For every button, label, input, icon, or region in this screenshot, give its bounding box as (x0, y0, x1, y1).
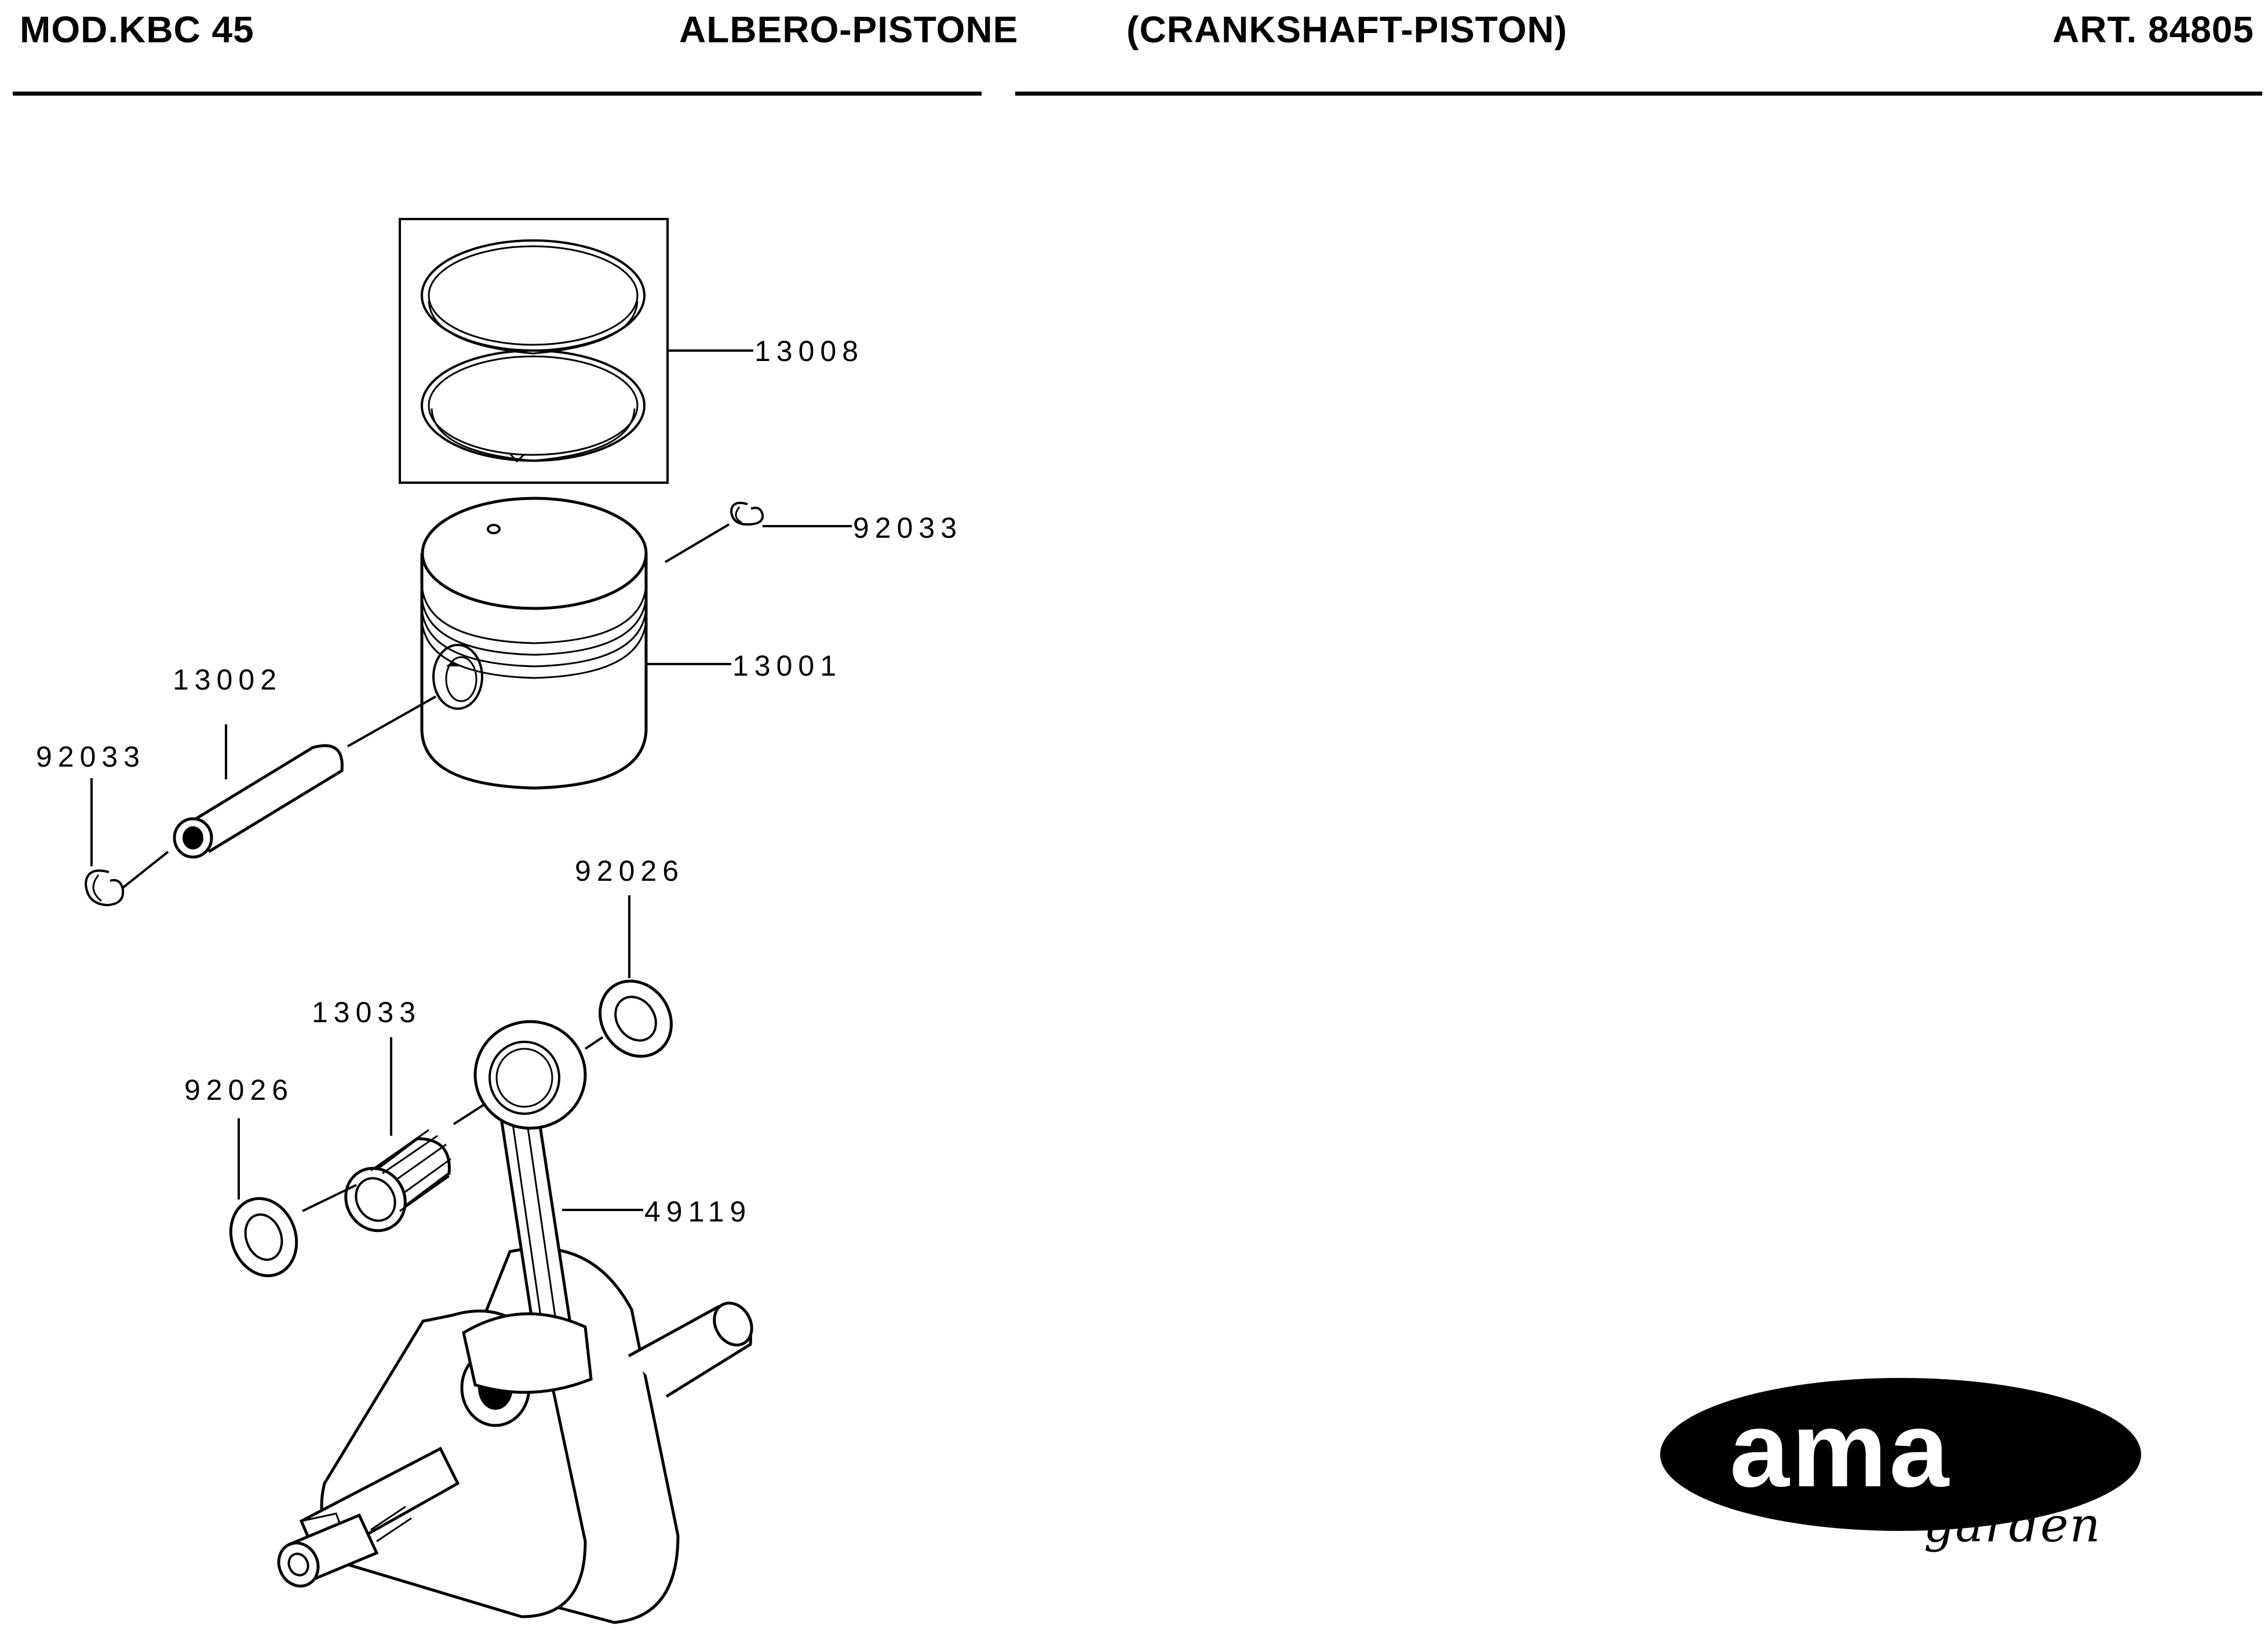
part-number-49119: 49119 (644, 1195, 752, 1228)
washer-right (599, 979, 673, 1058)
circlip-left (84, 869, 125, 907)
page-title-italian: ALBERO-PISTONE (679, 9, 1019, 50)
page-title-english: (CRANKSHAFT-PISTON) (1126, 9, 1567, 50)
logo-brand-text: ama (1730, 1390, 1951, 1509)
part-number-92026-left: 92026 (184, 1074, 294, 1106)
part-number-13033: 13033 (312, 996, 421, 1029)
piston-pin (173, 744, 344, 859)
part-number-92026-right: 92026 (575, 855, 684, 887)
circlip-right (730, 501, 764, 526)
ama-garden-logo: ama garden (1660, 1378, 2141, 1553)
leader-circlip-right-assembly (664, 523, 730, 563)
part-number-13002: 13002 (173, 663, 282, 696)
leader-washer-right-assembly (584, 1036, 604, 1050)
piston (420, 497, 648, 790)
needle-bearing (344, 1129, 451, 1232)
washer-left (229, 1197, 298, 1278)
model-label: MOD.KBC 45 (20, 9, 254, 50)
leader-circlip-left-assembly (122, 851, 169, 889)
leader-washer-left-assembly (302, 1184, 357, 1212)
article-number: ART. 84805 (2052, 9, 2254, 50)
leader-pin-assembly (347, 695, 436, 747)
piston-rings (399, 218, 669, 484)
part-number-13008: 13008 (754, 335, 864, 367)
part-number-92033-right: 92033 (853, 512, 962, 544)
header-rule-right (1015, 92, 2262, 96)
part-number-92033-left: 92033 (36, 741, 145, 773)
header-rule-left (13, 92, 982, 96)
logo-sub-text: garden (1924, 1498, 2101, 1553)
crankshaft-assembly (277, 1020, 753, 1624)
part-number-13001: 13001 (732, 650, 842, 682)
